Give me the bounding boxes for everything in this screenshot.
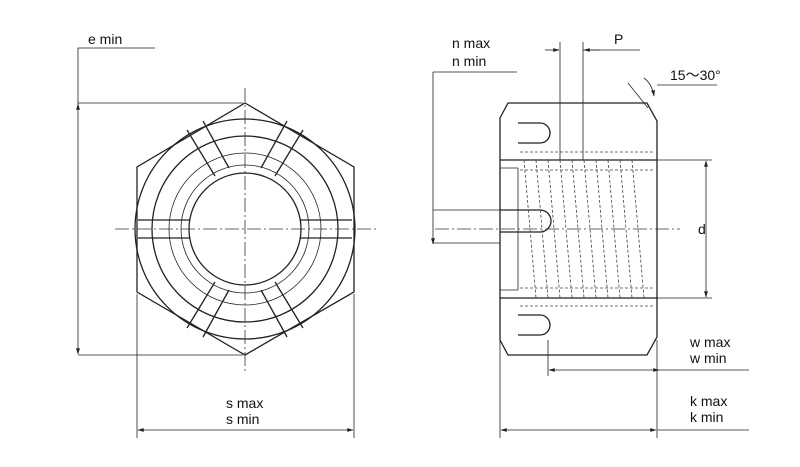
d-label: d bbox=[698, 221, 706, 237]
thread-hidden-lines bbox=[520, 151, 655, 307]
w-max-label: w max bbox=[689, 334, 730, 350]
slots bbox=[138, 120, 352, 338]
k-min-label: k min bbox=[690, 409, 723, 425]
slot-bottom bbox=[518, 314, 551, 336]
slot-top bbox=[518, 122, 551, 144]
p-label: P bbox=[614, 31, 623, 47]
angle-label: 15～30° bbox=[670, 67, 721, 83]
k-max-label: k max bbox=[690, 393, 727, 409]
e-min-label: e min bbox=[88, 31, 122, 47]
w-min-label: w min bbox=[689, 350, 727, 366]
n-max-label: n max bbox=[452, 35, 490, 51]
n-min-label: n min bbox=[452, 53, 486, 69]
front-view: e min s max s min bbox=[76, 31, 378, 438]
side-view: n max n min P 15～30° d w max w min k max… bbox=[431, 31, 749, 438]
s-min-label: s min bbox=[226, 411, 259, 427]
s-max-label: s max bbox=[226, 395, 263, 411]
side-outline bbox=[499, 102, 658, 356]
